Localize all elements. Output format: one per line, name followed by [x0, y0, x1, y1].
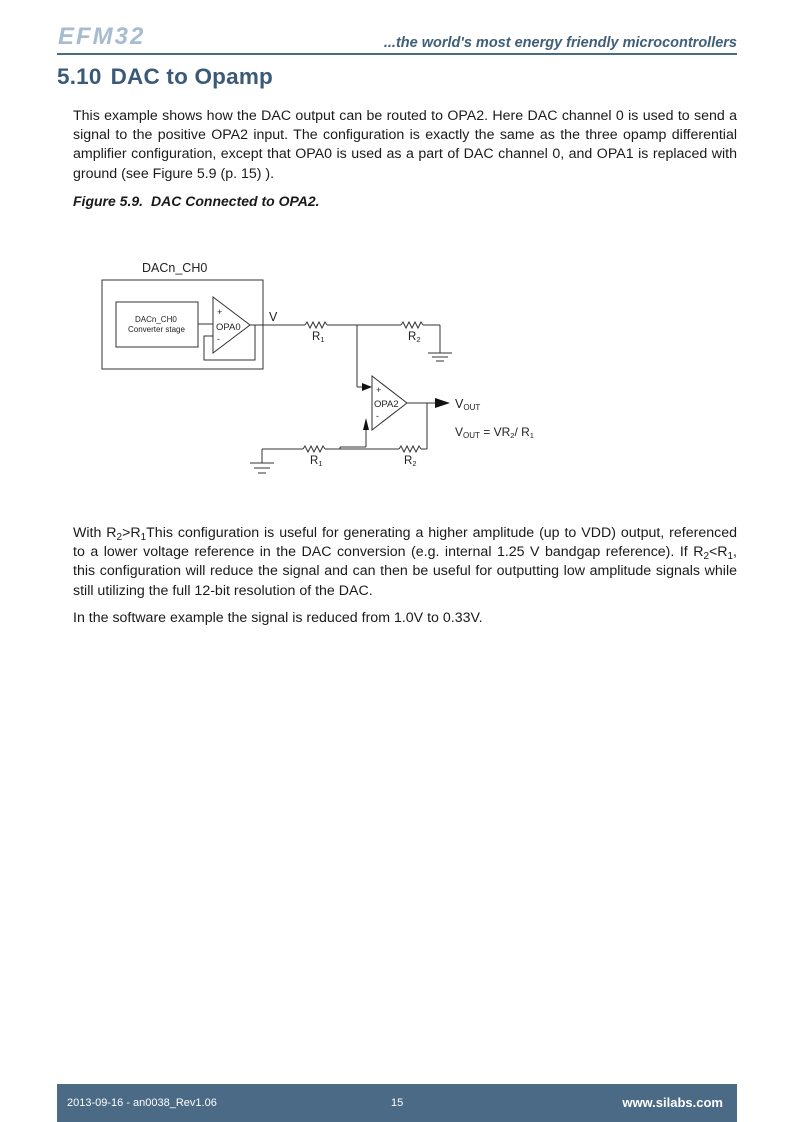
r1-bottom-label: R1: [310, 455, 322, 468]
opa0-label: OPA0: [216, 322, 241, 333]
p2-text-4: <R: [708, 544, 728, 561]
r1-top-label: R1: [312, 331, 324, 344]
p2-sub-2: 1: [140, 532, 147, 543]
dac-block-title: DACn_CH0: [142, 261, 207, 275]
p2-text-5: , this configuration will reduce the sig…: [73, 544, 737, 599]
p2-sub-4: 1: [727, 551, 734, 563]
footer-date-doc: 2013-09-16 - an0038_Rev1.06: [67, 1097, 217, 1109]
logo-text: EFM32: [58, 24, 145, 48]
figure-title: DAC Connected to OPA2.: [151, 193, 320, 209]
resistor-r2-bottom: [398, 444, 422, 454]
opa2-triangle: [371, 374, 408, 432]
opa0-plus: +: [217, 307, 222, 317]
vout-main: V: [455, 397, 464, 411]
r2-r1-paragraph: With R2>R1This configuration is useful f…: [73, 524, 737, 601]
header-divider: [57, 53, 737, 55]
intro-paragraph: This example shows how the DAC output ca…: [73, 108, 737, 182]
section-title-text: DAC to Opamp: [110, 64, 273, 89]
opa2-minus-input-arrow: [363, 418, 369, 430]
r2-bottom-sub: 2: [412, 459, 416, 468]
opa2-plus: +: [376, 385, 381, 395]
opa0-minus: -: [217, 334, 220, 344]
header-tagline: ...the world's most energy friendly micr…: [383, 35, 737, 51]
r2-top-letter: R: [408, 331, 416, 343]
software-example-paragraph: In the software example the signal is re…: [73, 610, 483, 626]
r1-bottom-letter: R: [310, 455, 318, 467]
r2-top-label: R2: [408, 331, 420, 344]
opa0-triangle: [212, 295, 251, 355]
eq-slash-r: / R: [514, 425, 530, 439]
eq-r2-sub: 2: [510, 431, 514, 440]
r2-top-sub: 2: [416, 335, 420, 344]
r1-bottom-sub: 1: [318, 459, 322, 468]
r1-top-letter: R: [312, 331, 320, 343]
figure-label: Figure 5.9.: [73, 193, 144, 209]
vout-label: VOUT: [455, 397, 480, 412]
section-number: 5.10: [57, 64, 102, 89]
r2-bottom-letter: R: [404, 455, 412, 467]
p2-text-2: >R: [122, 525, 141, 541]
figure-caption: Figure 5.9. DAC Connected to OPA2.: [73, 193, 320, 209]
r2-bottom-label: R2: [404, 455, 416, 468]
resistor-r1-top: [304, 320, 328, 330]
resistor-r2-top: [400, 320, 424, 330]
dac-opa2-circuit-diagram: DACn_CH0 DACn_CH0 Converter stage + OPA0…: [101, 261, 534, 474]
eq-vout-main: V: [455, 425, 463, 439]
section-title: 5.10 DAC to Opamp: [57, 64, 273, 90]
footer-page-number: 15: [391, 1097, 404, 1109]
eq-middle: = VR: [480, 425, 511, 439]
converter-label-line1: DACn_CH0: [135, 315, 177, 324]
efm32-logo: EFM32: [58, 24, 145, 48]
p2-sub-1: 2: [116, 532, 123, 543]
p2-text-1: With R: [73, 525, 117, 541]
opa2-plus-input-arrow: [362, 383, 372, 391]
vout-sub: OUT: [463, 403, 480, 412]
footer-bar: 2013-09-16 - an0038_Rev1.06 15 www.silab…: [57, 1084, 737, 1122]
r1-top-sub: 1: [320, 335, 324, 344]
opa2-label: OPA2: [374, 399, 399, 410]
vout-arrow: [435, 398, 450, 408]
p2-sub-3: 2: [703, 551, 709, 563]
node-v-label: V: [269, 310, 278, 324]
converter-label-line2: Converter stage: [128, 325, 185, 334]
gain-equation: VOUT = VR2/ R1: [455, 425, 534, 440]
opa2-minus: -: [376, 411, 379, 421]
p2-text-3: This configuration is useful for generat…: [73, 525, 737, 561]
eq-r1-sub: 1: [530, 431, 534, 440]
footer-website-link[interactable]: www.silabs.com: [622, 1095, 723, 1110]
resistor-r1-bottom: [302, 444, 326, 454]
eq-vout-sub: OUT: [463, 431, 480, 440]
